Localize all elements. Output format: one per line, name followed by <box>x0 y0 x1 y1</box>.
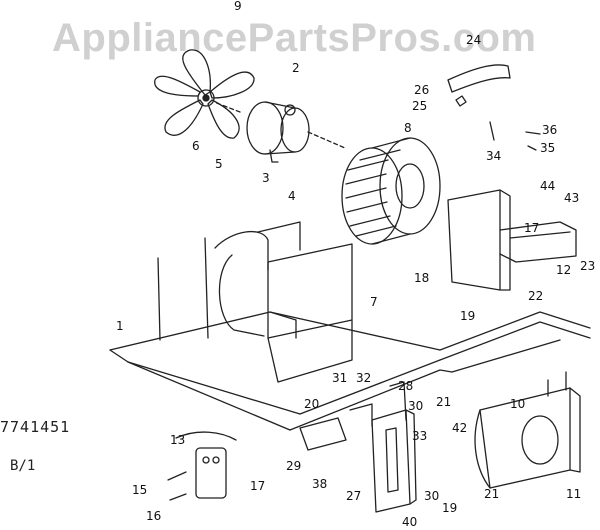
fan-blade <box>154 49 255 139</box>
callout: 44 <box>540 179 555 193</box>
blower-wheel <box>341 137 441 245</box>
callout: 24 <box>466 33 481 47</box>
top-right-hardware <box>447 64 541 151</box>
callout: 36 <box>542 123 557 137</box>
callout: 34 <box>486 149 501 163</box>
callout: 11 <box>566 487 581 501</box>
callout: 17 <box>250 479 265 493</box>
callout-labels: 1 2 3 4 5 6 7 8 9 10 11 12 13 15 16 17 1… <box>116 0 595 529</box>
callout: 8 <box>404 121 412 135</box>
revision-code: B/1 <box>10 458 36 474</box>
callout: 40 <box>402 515 417 529</box>
callout: 19 <box>442 501 457 515</box>
callout: 20 <box>304 397 319 411</box>
callout: 29 <box>286 459 301 473</box>
callout: 43 <box>564 191 579 205</box>
callout: 7 <box>370 295 378 309</box>
blower-motor <box>213 101 346 163</box>
blower-housing <box>474 371 581 489</box>
callout: 1 <box>116 319 124 333</box>
callout: 22 <box>528 289 543 303</box>
callout: 13 <box>170 433 185 447</box>
callout: 31 <box>332 371 347 385</box>
callout: 9 <box>234 0 242 13</box>
callout: 42 <box>452 421 467 435</box>
watermark-text: AppliancePartsPros.com <box>52 16 537 60</box>
callout: 30 <box>424 489 439 503</box>
callout: 23 <box>580 259 595 273</box>
callout: 2 <box>292 61 300 75</box>
callout: 5 <box>215 157 223 171</box>
callout: 15 <box>132 483 147 497</box>
callout: 38 <box>312 477 327 491</box>
callout: 33 <box>412 429 427 443</box>
callout: 26 <box>414 83 429 97</box>
callout: 16 <box>146 509 161 523</box>
callout: 4 <box>288 189 296 203</box>
control-panel <box>447 189 577 291</box>
callout: 35 <box>540 141 555 155</box>
model-number: 7741451 <box>0 418 71 436</box>
main-chassis <box>109 221 453 431</box>
callout: 19 <box>460 309 475 323</box>
callout: 30 <box>408 399 423 413</box>
callout: 3 <box>262 171 270 185</box>
callout: 21 <box>484 487 499 501</box>
base-rail <box>439 311 591 373</box>
callout: 27 <box>346 489 361 503</box>
callout: 21 <box>436 395 451 409</box>
callout: 28 <box>398 379 413 393</box>
callout: 6 <box>192 139 200 153</box>
switch-assembly <box>299 381 417 513</box>
callout: 25 <box>412 99 427 113</box>
callout: 32 <box>356 371 371 385</box>
callout: 18 <box>414 271 429 285</box>
callout: 17 <box>524 221 539 235</box>
callout: 12 <box>556 263 571 277</box>
capacitor <box>167 431 237 501</box>
callout: 10 <box>510 397 525 411</box>
